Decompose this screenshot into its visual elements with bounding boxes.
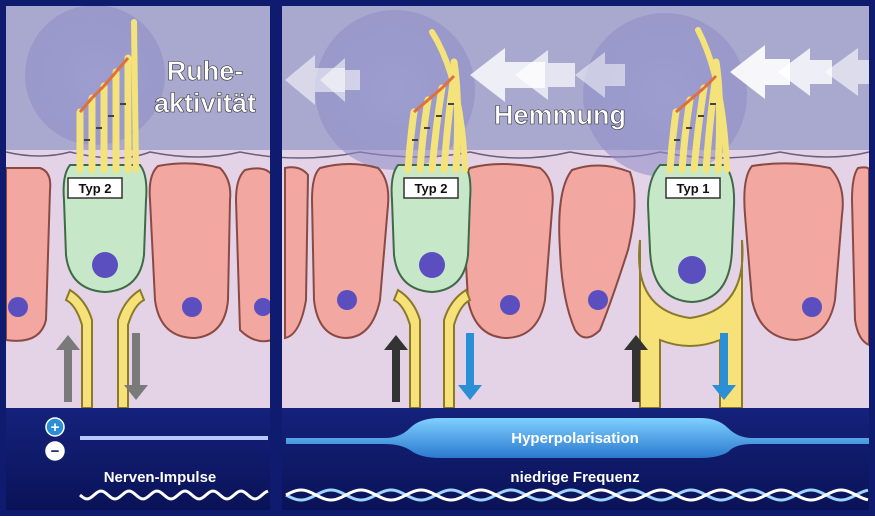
title-ruhe: Ruhe- [167,56,244,86]
cell-label-text: Typ 1 [677,181,710,196]
nucleus-icon [337,290,357,310]
cell-label-center: Typ 2 [404,178,458,198]
plus-symbol: + [51,419,60,436]
nucleus-icon [8,297,28,317]
panel-divider [270,6,282,510]
nucleus-icon [182,297,202,317]
hyperpolarisation-label: Hyperpolarisation [511,430,639,447]
cell-label-text: Typ 2 [415,181,448,196]
nucleus-icon [419,252,445,278]
minus-symbol: − [51,443,60,460]
nerve-impulse-label: Nerven-Impulse [104,469,217,486]
supporting-cell [312,164,388,338]
title-aktivitaet: aktivität [154,88,256,118]
nucleus-icon [678,256,706,284]
title-hemmung: Hemmung [494,100,626,130]
frequency-label: niedrige Frequenz [510,469,639,486]
supporting-cell [852,167,869,345]
nucleus-icon [254,298,272,316]
nucleus-icon [802,297,822,317]
cell-label-left: Typ 2 [68,178,122,198]
supporting-cell [744,163,842,340]
nucleus-icon [588,290,608,310]
nucleus-icon [500,295,520,315]
supporting-cell [236,168,272,341]
cell-label-right: Typ 1 [666,178,720,198]
nucleus-icon [92,252,118,278]
cell-label-text: Typ 2 [79,181,112,196]
